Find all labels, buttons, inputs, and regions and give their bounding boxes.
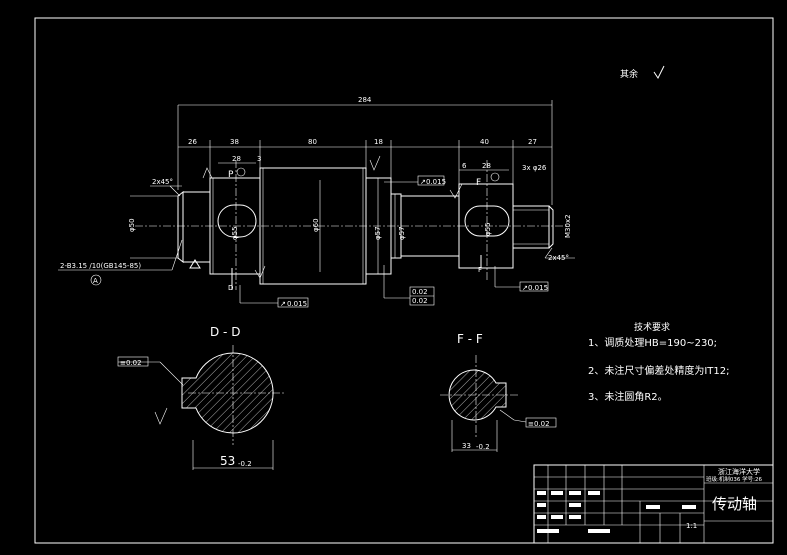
dim-27: 27 bbox=[528, 138, 537, 146]
tolerance-frame-2: ↗ 0.015 bbox=[384, 175, 446, 186]
tolerance-frame-1: ↗ 0.015 bbox=[239, 285, 309, 308]
shaft-main-view bbox=[130, 105, 570, 290]
dim-38: 38 bbox=[230, 138, 239, 146]
dia-step: φ57 bbox=[374, 226, 382, 240]
svg-text:0.02: 0.02 bbox=[126, 359, 142, 367]
section-f-label: F bbox=[476, 178, 481, 188]
surface-rest-label: 其余 bbox=[620, 68, 638, 80]
svg-text:↗: ↗ bbox=[420, 178, 426, 186]
dia-f: φ55 bbox=[484, 222, 492, 236]
center-hole-note: 2-B3.15 /10(GB145-85) bbox=[60, 262, 141, 270]
dia-mid: φ60 bbox=[312, 218, 320, 232]
tech-item-3: 3、未注圆角R2。 bbox=[588, 390, 668, 403]
section-f-label-bottom: F bbox=[478, 266, 482, 274]
svg-text:↗: ↗ bbox=[280, 300, 286, 308]
datum-a-circle bbox=[90, 274, 102, 286]
dia-thread: M30x2 bbox=[564, 214, 572, 238]
svg-text:0.02: 0.02 bbox=[412, 288, 428, 296]
section-d-label: D bbox=[228, 284, 233, 292]
section-ff: F - F ≡ 0.02 33 -0.2 bbox=[440, 332, 557, 452]
dd-tol: -0.2 bbox=[238, 460, 252, 468]
svg-text:0.015: 0.015 bbox=[426, 178, 446, 186]
keyway-d bbox=[217, 204, 257, 238]
datum-triangle-icon bbox=[189, 259, 201, 269]
dim-80: 80 bbox=[308, 138, 317, 146]
dim-26: 26 bbox=[188, 138, 197, 146]
section-ff-title: F - F bbox=[457, 332, 483, 346]
roughness-icon bbox=[202, 167, 213, 179]
dim-28a: 28 bbox=[232, 155, 241, 163]
section-p-label: P bbox=[228, 170, 234, 180]
dd-width: 53 bbox=[220, 454, 235, 468]
roughness-icon bbox=[154, 407, 168, 425]
part-name: 传动轴 bbox=[712, 495, 757, 513]
svg-text:↗: ↗ bbox=[522, 284, 528, 292]
dia-p: φ55 bbox=[231, 226, 239, 240]
dim-6: 6 bbox=[462, 162, 467, 170]
tolerance-frame-grinding: 0.02 0.02 bbox=[383, 265, 435, 306]
dim-3: 3 bbox=[257, 155, 261, 163]
ff-tol: -0.2 bbox=[476, 443, 490, 451]
dim-total-length: 284 bbox=[358, 96, 372, 104]
dim-28b: 28 bbox=[482, 162, 491, 170]
title-block: 浙江海洋大学 班级:机制036 学号:26 传动轴 1:1 bbox=[533, 464, 774, 544]
tech-item-2: 2、未注尺寸偏差处精度为IT12; bbox=[588, 364, 730, 377]
roughness-icon bbox=[369, 155, 381, 171]
tech-item-1: 1、调质处理HB=190~230; bbox=[588, 337, 717, 349]
dia-step-2: φ57 bbox=[398, 226, 406, 240]
chamfer-right: 2x45° bbox=[548, 254, 569, 262]
sheet-scale: 1:1 bbox=[686, 522, 697, 530]
dia-left: φ50 bbox=[128, 218, 136, 232]
chamfer-left: 2x45° bbox=[152, 178, 173, 186]
dimension-top: 284 26 38 80 18 40 27 28 3 6 28 3x φ26 bbox=[178, 96, 553, 205]
tolerance-frame-3: ↗ 0.015 bbox=[494, 266, 549, 292]
ff-width: 33 bbox=[462, 442, 471, 450]
class-info: 班级:机制036 学号:26 bbox=[706, 475, 762, 483]
svg-text:≡: ≡ bbox=[528, 420, 534, 428]
roughness-icon bbox=[449, 183, 463, 199]
svg-text:0.015: 0.015 bbox=[528, 284, 548, 292]
drawing-border bbox=[34, 17, 774, 544]
roughness-icon bbox=[254, 265, 266, 279]
section-dd: D - D ≡ 0.02 53 -0.2 bbox=[117, 325, 285, 470]
tech-requirements: 技术要求 1、调质处理HB=190~230; 2、未注尺寸偏差处精度为IT12;… bbox=[588, 321, 730, 403]
section-dd-title: D - D bbox=[210, 325, 240, 339]
datum-a-label: A bbox=[93, 277, 98, 285]
thread-right: 3x φ26 bbox=[522, 164, 547, 172]
roughness-symbol-icon bbox=[653, 65, 665, 79]
svg-text:≡: ≡ bbox=[120, 359, 126, 367]
svg-text:0.02: 0.02 bbox=[534, 420, 550, 428]
svg-text:0.015: 0.015 bbox=[287, 300, 307, 308]
dim-18: 18 bbox=[374, 138, 383, 146]
school-name: 浙江海洋大学 bbox=[718, 467, 760, 476]
svg-text:0.02: 0.02 bbox=[412, 297, 428, 305]
tech-title: 技术要求 bbox=[634, 321, 670, 333]
dim-40: 40 bbox=[480, 138, 489, 146]
